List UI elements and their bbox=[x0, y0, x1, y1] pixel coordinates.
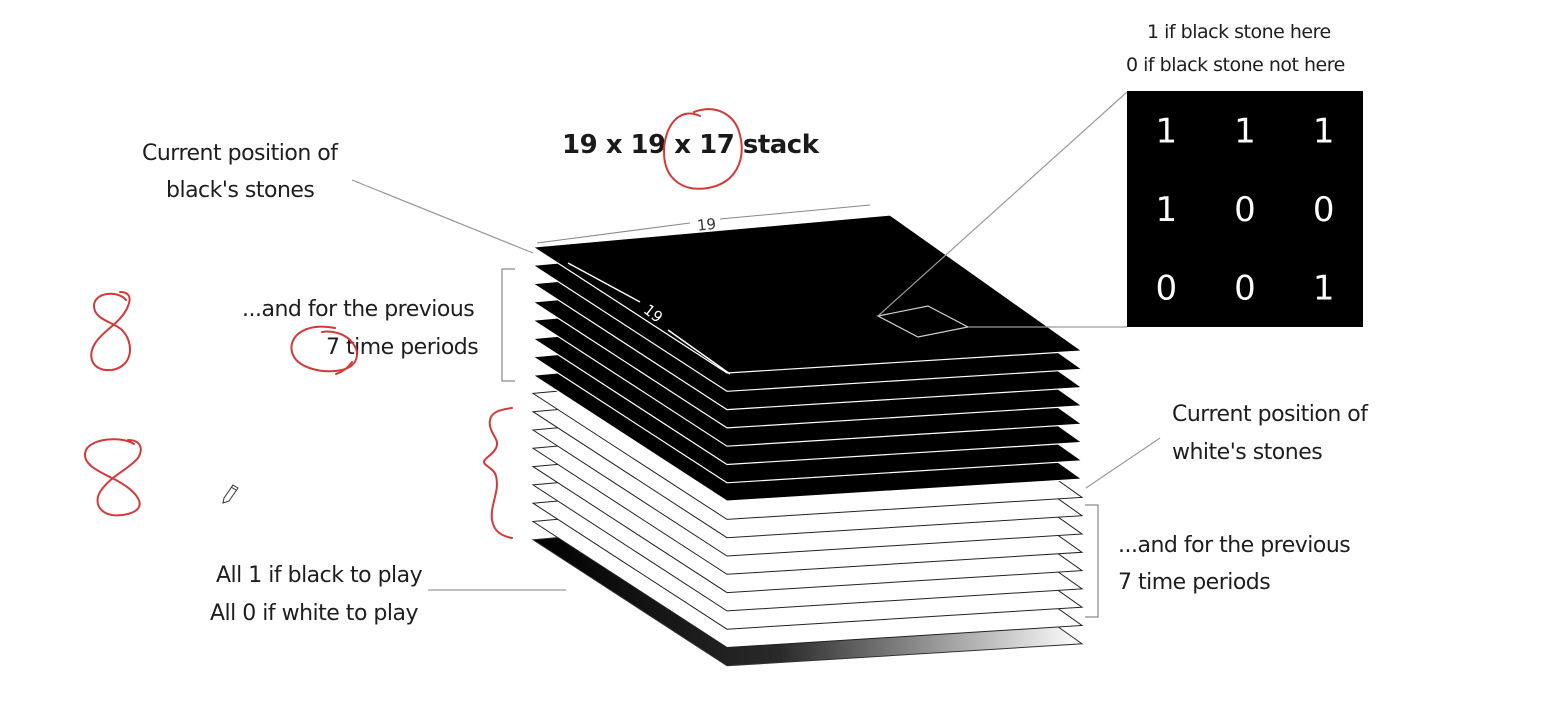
white-previous-bracket bbox=[1085, 504, 1099, 618]
black-previous-bracket bbox=[501, 268, 515, 382]
pencil-cursor-icon bbox=[222, 484, 239, 504]
zoom-grid-panel bbox=[1127, 91, 1363, 327]
circle-around-7 bbox=[290, 325, 358, 373]
black-current-label-line-2: black's stones bbox=[166, 178, 314, 203]
circle-around-17 bbox=[663, 108, 743, 190]
zoom-caption-line-1: 1 if black stone here bbox=[1147, 21, 1331, 43]
handwritten-eight-bottom bbox=[83, 438, 142, 517]
grid-cell-r2-c2: 0 bbox=[1234, 190, 1256, 230]
grid-cell-r2-c1: 1 bbox=[1156, 190, 1178, 230]
handwritten-eight-top bbox=[90, 291, 131, 372]
black-previous-label-line-1: ...and for the previous bbox=[242, 297, 474, 322]
grid-cell-r1-c3: 1 bbox=[1313, 111, 1335, 151]
top-dimension: 19 bbox=[536, 204, 871, 244]
to-play-label-line-2: All 0 if white to play bbox=[210, 601, 418, 626]
layer-stack bbox=[531, 214, 1084, 667]
grid-cell-r3-c3: 1 bbox=[1313, 269, 1335, 309]
to-play-label-line-1: All 1 if black to play bbox=[216, 563, 423, 588]
top-dimension-label: 19 bbox=[696, 215, 717, 235]
zoom-caption-line-2: 0 if black stone not here bbox=[1126, 54, 1345, 76]
black-plane-1 bbox=[531, 214, 1084, 374]
black-previous-label-line-2: 7 time periods bbox=[326, 335, 478, 360]
grid-cell-r3-c2: 0 bbox=[1234, 269, 1256, 309]
stack-title: 19 x 19 x 17 stack bbox=[562, 130, 820, 160]
zoom-grid: 1 1 1 1 0 0 0 0 1 bbox=[1156, 111, 1335, 308]
white-current-label-line-2: white's stones bbox=[1172, 440, 1322, 465]
white-current-label-line-1: Current position of bbox=[1172, 402, 1369, 427]
grid-cell-r1-c2: 1 bbox=[1234, 111, 1256, 151]
grid-cell-r3-c1: 0 bbox=[1156, 269, 1178, 309]
handwritten-brace bbox=[483, 407, 513, 539]
white-previous-label-line-1: ...and for the previous bbox=[1118, 533, 1350, 558]
grid-cell-r2-c3: 0 bbox=[1313, 190, 1335, 230]
black-current-label-line-1: Current position of bbox=[142, 141, 339, 166]
handwritten-annotations bbox=[83, 108, 743, 539]
white-previous-label-line-2: 7 time periods bbox=[1118, 570, 1270, 595]
grid-cell-r1-c1: 1 bbox=[1156, 111, 1178, 151]
